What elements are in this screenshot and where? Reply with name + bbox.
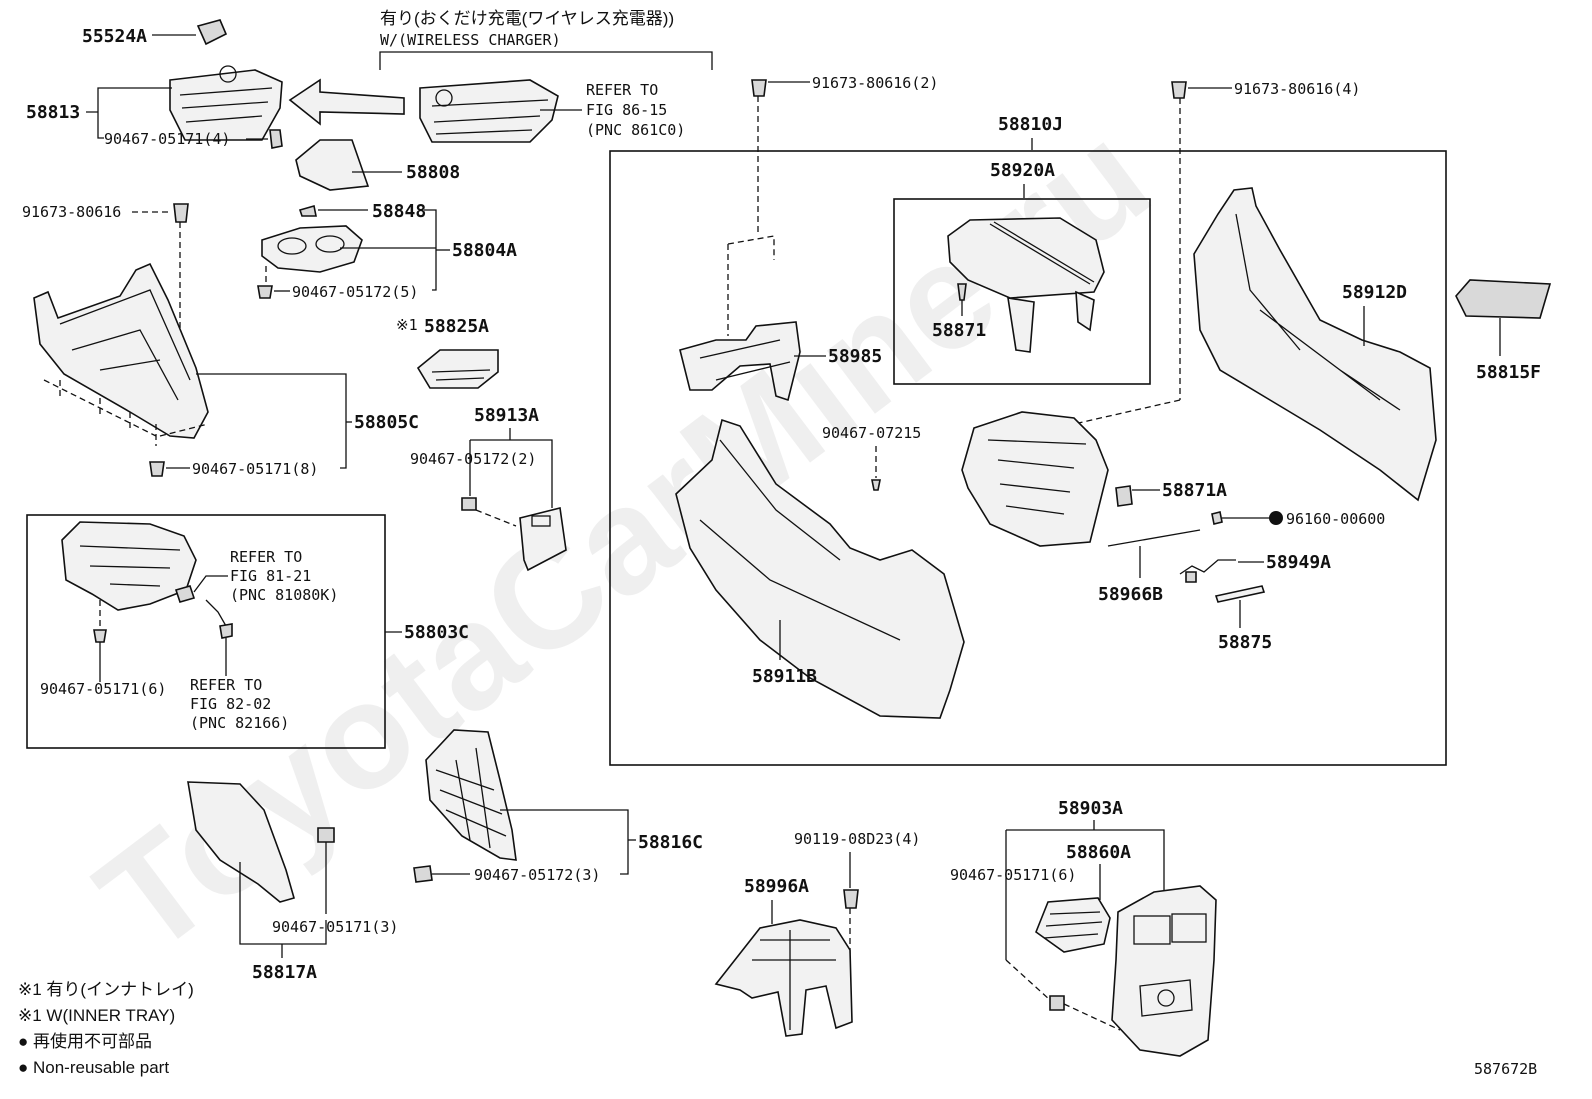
- label-58966B: 58966B: [1098, 584, 1163, 605]
- label-90467-05172-5: 90467-05172(5): [292, 283, 418, 301]
- label-58817A: 58817A: [252, 962, 317, 983]
- refer-r2-line1: REFER TO: [230, 548, 302, 566]
- refer-r1-line1: REFER TO: [586, 81, 658, 99]
- part-58911B-panel: [675, 418, 965, 719]
- label-90467-05171-3: 90467-05171(3): [272, 918, 398, 936]
- figure-code: 587672B: [1474, 1060, 1537, 1078]
- legend-line1: ※1 有り(インナトレイ): [18, 980, 194, 999]
- refer-r2-line3: (PNC 81080K): [230, 586, 338, 604]
- header-jp: 有り(おくだけ充電(ワイヤレス充電器)): [380, 9, 674, 28]
- label-91673-80616-left: 91673-80616: [22, 203, 121, 221]
- refer-r1-line2: FIG 86-15: [586, 101, 667, 119]
- box-58810J: [609, 150, 1447, 766]
- label-58920A: 58920A: [990, 160, 1055, 181]
- label-58996A: 58996A: [744, 876, 809, 897]
- label-58871A: 58871A: [1162, 480, 1227, 501]
- label-58985: 58985: [828, 346, 882, 367]
- label-90467-05171-6-a: 90467-05171(6): [40, 680, 166, 698]
- part-58817A-panel: [187, 781, 295, 903]
- label-90467-07215: 90467-07215: [822, 424, 921, 442]
- label-58913A: 58913A: [474, 405, 539, 426]
- part-58804A-cupholder: [261, 225, 363, 273]
- part-58808-boot: [295, 139, 370, 191]
- part-wireless-charger-tray: [419, 79, 559, 143]
- label-58860A: 58860A: [1066, 842, 1131, 863]
- part-console-box: [961, 411, 1109, 547]
- part-58903A-panel: [1111, 885, 1217, 1057]
- label-58949A: 58949A: [1266, 552, 1331, 573]
- box-58920A: [893, 198, 1151, 385]
- part-58816C-panel: [425, 729, 517, 861]
- part-58803C-holder: [61, 521, 197, 611]
- part-55524A-clip: [196, 19, 228, 46]
- part-58996A-bracket: [714, 919, 853, 1037]
- label-58875: 58875: [1218, 632, 1272, 653]
- part-58920A-armrest: [947, 217, 1105, 299]
- label-58803C: 58803C: [404, 622, 469, 643]
- part-58985-bracket: [679, 321, 801, 402]
- label-58848: 58848: [372, 201, 426, 222]
- label-91673-80616-4: 91673-80616(4): [1234, 80, 1360, 98]
- label-58912D: 58912D: [1342, 282, 1407, 303]
- mark-1: ※1: [396, 316, 418, 334]
- legend-line2: ※1 W(INNER TRAY): [18, 1006, 175, 1025]
- label-58810J: 58810J: [998, 114, 1063, 135]
- label-90467-05171-4: 90467-05171(4): [104, 130, 230, 148]
- direction-arrow: [288, 78, 405, 126]
- label-58911B: 58911B: [752, 666, 817, 687]
- label-90119-08D23-4: 90119-08D23(4): [794, 830, 920, 848]
- label-58804A: 58804A: [452, 240, 517, 261]
- legend-line3: ● 再使用不可部品: [18, 1031, 152, 1051]
- part-58815F-pad: [1455, 279, 1552, 319]
- label-90467-05172-3: 90467-05172(3): [474, 866, 600, 884]
- part-58912D-panel: [1193, 187, 1437, 502]
- legend-line4: ● Non-reusable part: [18, 1058, 169, 1077]
- label-58815F: 58815F: [1476, 362, 1541, 383]
- non-reusable-marker: [1269, 511, 1283, 525]
- label-90467-05172-2: 90467-05172(2): [410, 450, 536, 468]
- label-55524A: 55524A: [82, 26, 147, 47]
- part-58825A-inner-tray: [416, 349, 499, 389]
- refer-r3-line1: REFER TO: [190, 676, 262, 694]
- label-58816C: 58816C: [638, 832, 703, 853]
- label-58871: 58871: [932, 320, 986, 341]
- label-58805C: 58805C: [354, 412, 419, 433]
- label-58813: 58813: [26, 102, 80, 123]
- label-96160-00600: 96160-00600: [1286, 510, 1385, 528]
- label-90467-05171-8: 90467-05171(8): [192, 460, 318, 478]
- label-90467-05171-6-b: 90467-05171(6): [950, 866, 1076, 884]
- refer-r3-line2: FIG 82-02: [190, 695, 271, 713]
- part-58875-strip: [1214, 585, 1266, 603]
- label-91673-80616-2: 91673-80616(2): [812, 74, 938, 92]
- label-58808: 58808: [406, 162, 460, 183]
- part-58860A-vent: [1035, 897, 1111, 953]
- refer-r1-line3: (PNC 861C0): [586, 121, 685, 139]
- part-58966B-rod: [1107, 529, 1201, 547]
- label-58903A: 58903A: [1058, 798, 1123, 819]
- part-58805C-panel: [33, 262, 209, 439]
- header-en: W/(WIRELESS CHARGER): [380, 31, 561, 49]
- refer-r2-line2: FIG 81-21: [230, 567, 311, 585]
- label-58825A: 58825A: [424, 316, 489, 337]
- refer-r3-line3: (PNC 82166): [190, 714, 289, 732]
